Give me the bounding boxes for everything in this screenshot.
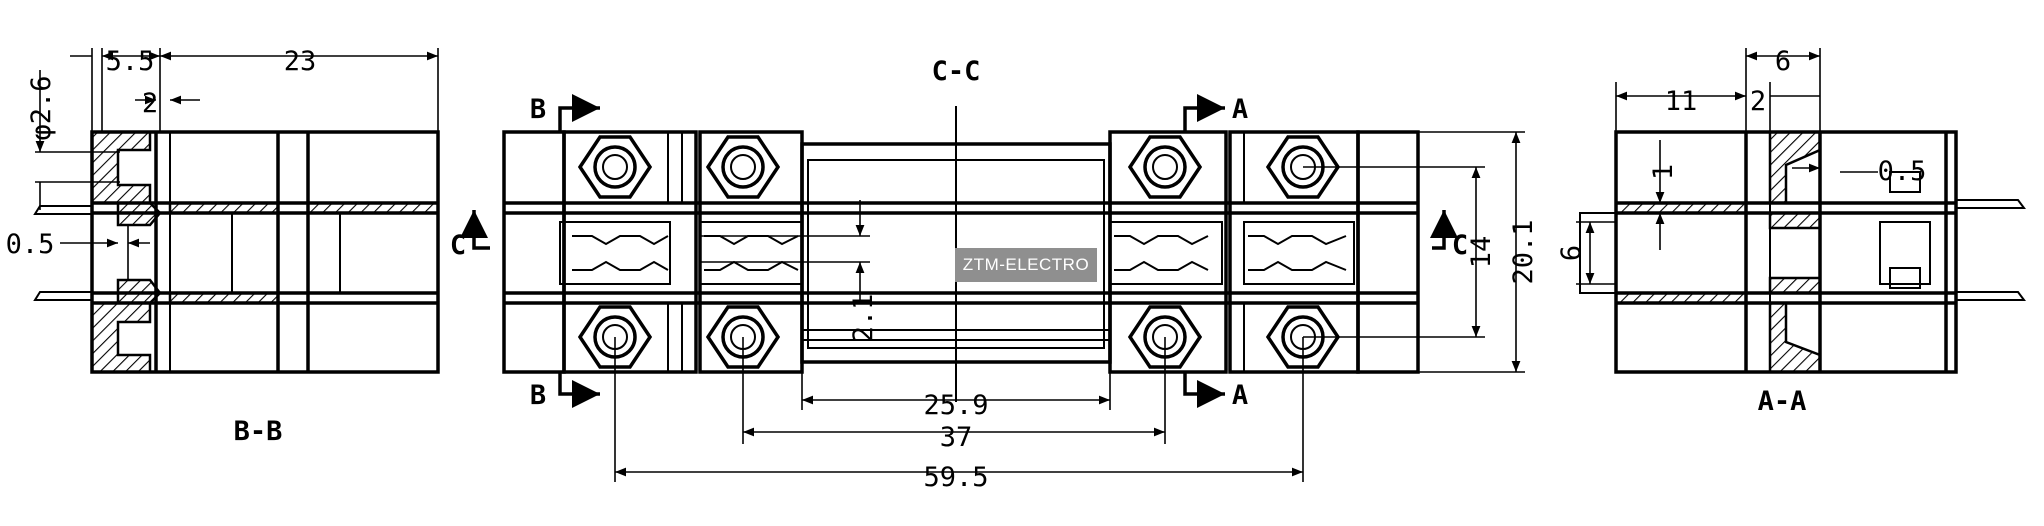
dim-5-5: 5.5	[106, 46, 155, 77]
dim-0-5-left: 0.5	[6, 229, 55, 260]
dim-2-1: 2.1	[848, 294, 879, 343]
section-view-a-a: 11 6 2 1 0.5 6 A-A	[1556, 46, 2026, 417]
section-label-c-c: C-C	[932, 56, 981, 87]
section-label-a-a: A-A	[1758, 386, 1807, 417]
arrow-label-b-top: B	[530, 94, 546, 125]
arrow-label-a-bottom: A	[1232, 380, 1248, 411]
arrow-label-a-top: A	[1232, 94, 1248, 125]
arrow-label-b-bottom: B	[530, 380, 546, 411]
dim-37: 37	[940, 422, 973, 453]
dim-14: 14	[1466, 236, 1497, 269]
arrow-label-c-left: C	[450, 230, 466, 261]
dim-0-5-right: 0.5	[1878, 156, 1927, 187]
dim-2-right: 2	[1750, 86, 1766, 117]
section-view-b-b: φ2.6 5.5 23 2 0.5 B-B	[6, 46, 440, 447]
dim-20-1: 20.1	[1508, 219, 1539, 284]
dim-6-top: 6	[1775, 46, 1791, 77]
dim-59-5: 59.5	[923, 462, 988, 493]
arrow-label-c-right: C	[1452, 230, 1468, 261]
dim-phi-2-6: φ2.6	[26, 75, 57, 140]
dim-1: 1	[1648, 164, 1679, 180]
dim-2-left: 2	[142, 88, 158, 119]
dim-25-9: 25.9	[923, 390, 988, 421]
dim-6-left: 6	[1556, 245, 1587, 261]
dim-11: 11	[1665, 86, 1698, 117]
section-label-b-b: B-B	[234, 416, 283, 447]
watermark-badge: ZTM-ELECTRO	[955, 248, 1097, 282]
dim-23: 23	[284, 46, 317, 77]
section-view-c-c: C-C B B A A C C 2.1 25.9 37 59.5 14 20.1	[450, 56, 1539, 493]
